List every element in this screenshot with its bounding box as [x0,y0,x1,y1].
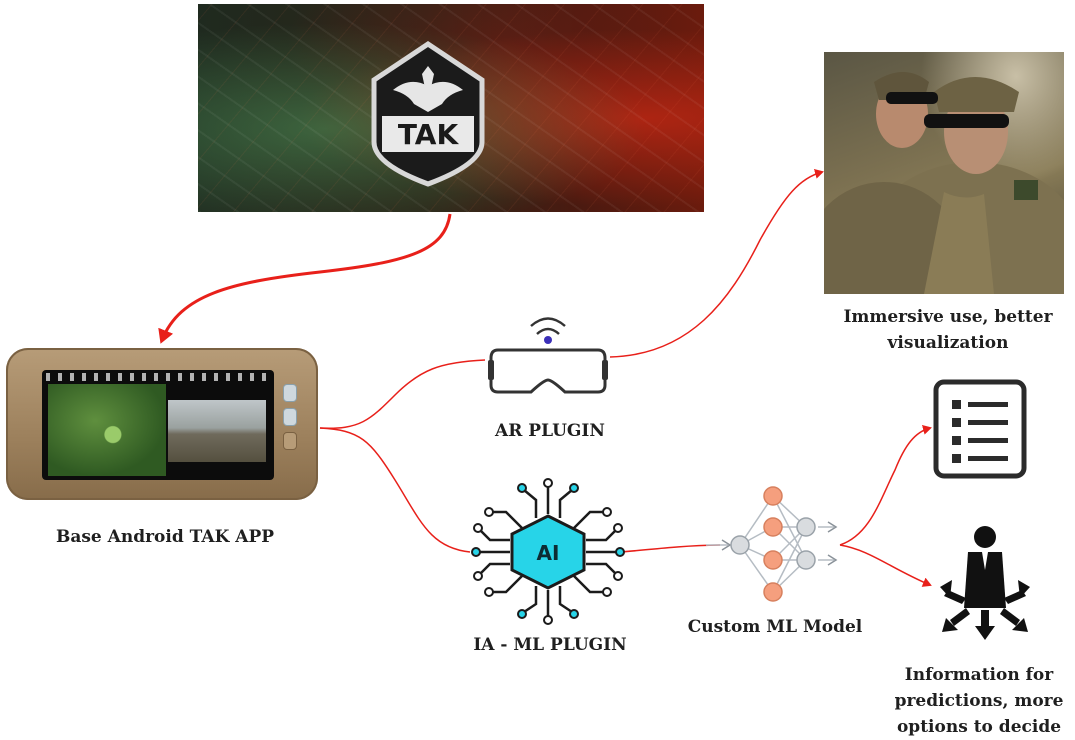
tak-logo-text: TAK [398,118,460,151]
vr-headset-icon [488,317,608,394]
information-label-line1: Information for [904,665,1054,685]
base-app-label: Base Android TAK APP [55,527,275,547]
ai-chip-icon [478,486,618,616]
arrow-tak-to-tablet [158,213,452,344]
tablet-side-button [283,384,297,402]
arrow-ar-to-photo [609,169,824,358]
information-label-line2: predictions, more [894,691,1064,711]
neural-network-icon [706,486,838,602]
tablet-side-button [283,408,297,426]
arrow-tablet-to-ar [319,359,486,429]
ml-plugin-label: IA - ML PLUGIN [473,635,627,655]
arrow-model-to-decision [839,544,932,587]
tablet-video-feed [168,400,266,462]
tak-banner-image: TAK [198,4,704,212]
decision-person-icon [940,526,1030,640]
tablet-screen [42,370,274,480]
arrow-model-to-list [839,424,932,546]
tak-shield-logo: TAK [371,40,485,187]
android-tak-tablet [6,348,318,500]
information-label: Information for predictions, more option… [885,662,1073,740]
arrow-ml-to-model [619,544,721,553]
tablet-side-button [283,432,297,450]
immersive-label-line1: Immersive use, better [843,307,1053,327]
immersive-label-line2: visualization [887,333,1009,353]
list-icon [933,379,1027,479]
information-label-line3: options to decide [896,717,1062,737]
custom-ml-model-label: Custom ML Model [687,617,863,637]
ar-plugin-label: AR PLUGIN [495,421,605,441]
tablet-map-view [48,384,166,476]
immersive-label: Immersive use, better visualization [828,304,1068,356]
ai-chip-text: AI [537,541,560,565]
arrow-tablet-to-ml [319,427,471,553]
soldiers-ar-photo [824,52,1064,294]
ai-chip-nodes: AI [471,478,625,625]
